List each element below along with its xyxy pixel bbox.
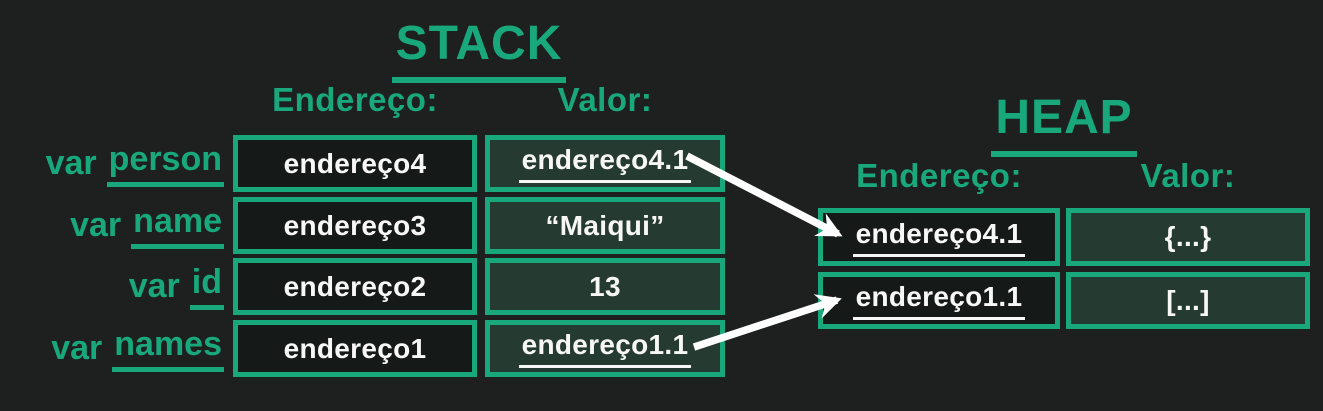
var-keyword: var	[45, 144, 97, 182]
address-text: endereço4.1	[852, 218, 1026, 257]
var-name: names	[112, 325, 224, 372]
var-keyword: var	[51, 329, 103, 367]
heap-address-cell: endereço1.1	[818, 272, 1060, 329]
stack-value-cell: 13	[485, 258, 725, 315]
stack-address-cell: endereço4	[233, 135, 477, 192]
var-name: person	[106, 140, 224, 187]
value-text: “Maiqui”	[545, 209, 665, 241]
heap-address-cell: endereço4.1	[818, 208, 1060, 266]
heap-value-cell: [...]	[1066, 272, 1310, 329]
value-text: endereço4.1	[518, 144, 692, 183]
stack-address-cell: endereço3	[233, 197, 477, 254]
stack-value-cell: endereço1.1	[485, 320, 725, 377]
var-name: id	[189, 263, 224, 310]
value-text: [...]	[1166, 284, 1210, 316]
address-text: endereço2	[283, 270, 427, 302]
stack-value-column-header: Valor:	[557, 81, 653, 118]
var-keyword: var	[70, 206, 122, 244]
heap-address-column-header: Endereço:	[856, 157, 1022, 194]
heap-title-text: HEAP	[991, 92, 1137, 157]
stack-address-cell: endereço2	[233, 258, 477, 315]
address-text: endereço4	[283, 147, 427, 179]
address-text: endereço1	[283, 332, 427, 364]
stack-value-cell: “Maiqui”	[485, 197, 725, 254]
stack-title: STACK	[233, 18, 725, 83]
var-keyword: var	[128, 267, 180, 305]
stack-value-cell: endereço4.1	[485, 135, 725, 192]
stack-address-column-header: Endereço:	[272, 81, 438, 118]
value-text: {...}	[1164, 221, 1212, 252]
value-text: endereço1.1	[518, 329, 692, 368]
address-text: endereço3	[283, 209, 427, 241]
heap-title: HEAP	[818, 92, 1310, 157]
heap-value-column-header: Valor:	[1140, 157, 1236, 194]
var-name: name	[131, 202, 224, 249]
value-text: 13	[589, 270, 621, 302]
stack-address-cell: endereço1	[233, 320, 477, 377]
heap-value-cell: {...}	[1066, 208, 1310, 266]
address-text: endereço1.1	[852, 281, 1026, 320]
stack-title-text: STACK	[391, 18, 567, 83]
